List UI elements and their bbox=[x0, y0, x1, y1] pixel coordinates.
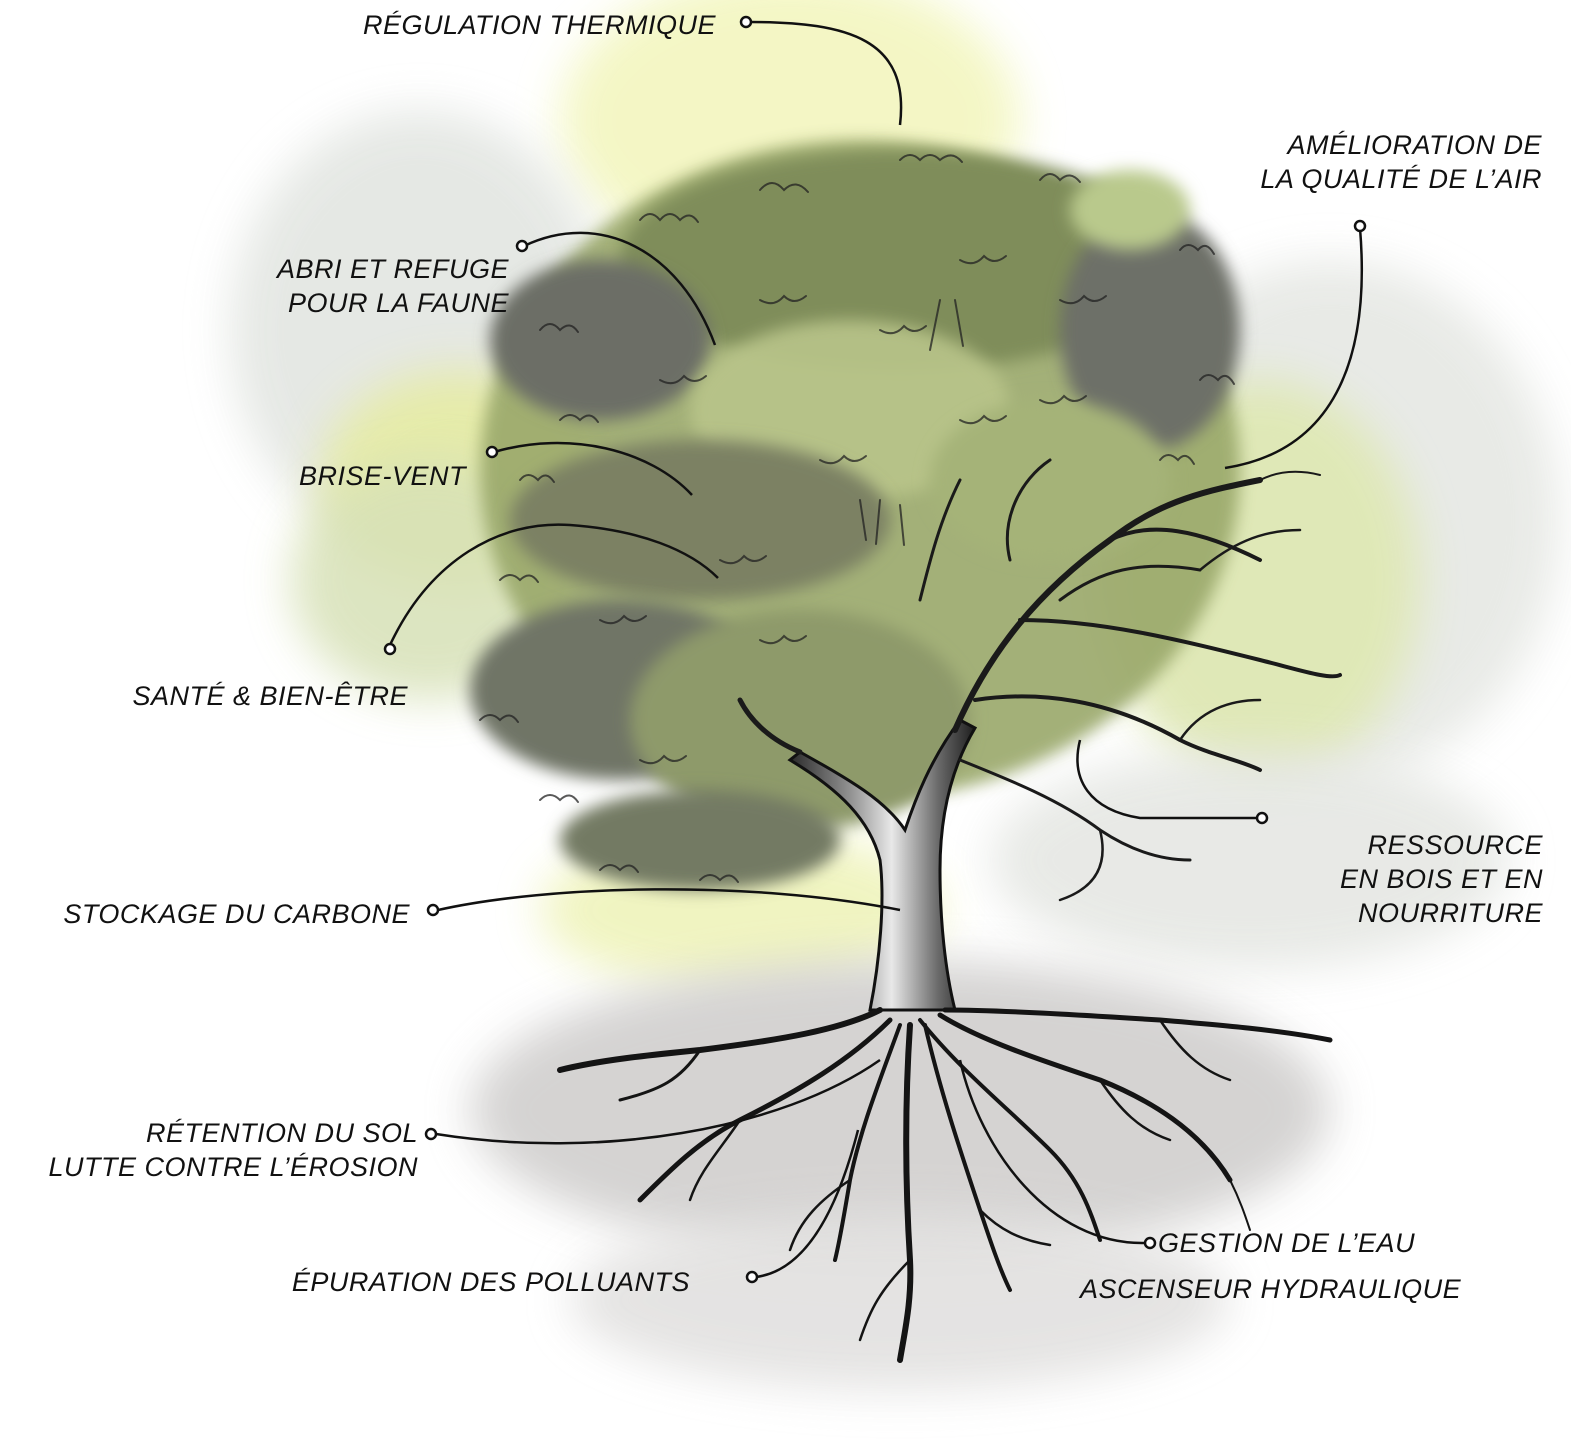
label-regulation-text: RÉGULATION THERMIQUE bbox=[363, 8, 716, 42]
label-epuration-text: ÉPURATION DES POLLUANTS bbox=[292, 1265, 690, 1299]
label-retention-sol: RÉTENTION DU SOL LUTTE CONTRE L’ÉROSION bbox=[48, 1116, 418, 1184]
label-brise-text: BRISE-VENT bbox=[299, 459, 466, 493]
label-ressource-line3: NOURRITURE bbox=[1340, 896, 1543, 930]
label-eau-line2: ASCENSEUR HYDRAULIQUE bbox=[1080, 1272, 1461, 1306]
label-abri-refuge: ABRI ET REFUGE POUR LA FAUNE bbox=[277, 252, 509, 320]
label-air-line1: AMÉLIORATION DE bbox=[1260, 128, 1542, 162]
circle-marker-ressource bbox=[1257, 813, 1267, 823]
canopy-right-green bbox=[1070, 170, 1190, 250]
label-abri-line2: POUR LA FAUNE bbox=[277, 286, 509, 320]
label-abri-line1: ABRI ET REFUGE bbox=[277, 252, 509, 286]
circle-marker-brise bbox=[487, 447, 497, 457]
label-stockage-carbone: STOCKAGE DU CARBONE bbox=[63, 897, 410, 931]
label-ascenseur-hydraulique: ASCENSEUR HYDRAULIQUE bbox=[1080, 1272, 1461, 1306]
circle-marker-retention bbox=[426, 1129, 436, 1139]
canopy-left-dark bbox=[490, 260, 710, 420]
label-sante-bien-etre: SANTÉ & BIEN-ÊTRE bbox=[132, 679, 408, 713]
label-regulation-thermique: RÉGULATION THERMIQUE bbox=[363, 8, 716, 42]
label-ressource-line1: RESSOURCE bbox=[1340, 828, 1543, 862]
label-retention-line1: RÉTENTION DU SOL bbox=[48, 1116, 418, 1150]
label-sante-text: SANTÉ & BIEN-ÊTRE bbox=[132, 679, 408, 713]
circle-marker-sante bbox=[385, 644, 395, 654]
circle-marker-carbone bbox=[428, 905, 438, 915]
label-epuration-polluants: ÉPURATION DES POLLUANTS bbox=[292, 1265, 690, 1299]
label-retention-line2: LUTTE CONTRE L’ÉROSION bbox=[48, 1150, 418, 1184]
circle-marker-epuration bbox=[747, 1272, 757, 1282]
circle-marker-regulation bbox=[741, 17, 751, 27]
label-ressource: RESSOURCE EN BOIS ET EN NOURRITURE bbox=[1340, 828, 1543, 930]
label-ressource-line2: EN BOIS ET EN bbox=[1340, 862, 1543, 896]
circle-marker-abri bbox=[517, 241, 527, 251]
circle-marker-eau bbox=[1145, 1238, 1155, 1248]
label-brise-vent: BRISE-VENT bbox=[299, 459, 466, 493]
circle-marker-air bbox=[1355, 221, 1365, 231]
canopy-bottom bbox=[560, 790, 840, 890]
label-amelioration-air: AMÉLIORATION DE LA QUALITÉ DE L’AIR bbox=[1260, 128, 1542, 196]
label-air-line2: LA QUALITÉ DE L’AIR bbox=[1260, 162, 1542, 196]
label-gestion-eau: GESTION DE L’EAU bbox=[1158, 1226, 1415, 1260]
canopy-right-light bbox=[930, 400, 1170, 560]
label-carbone-text: STOCKAGE DU CARBONE bbox=[63, 897, 410, 931]
label-eau-line1: GESTION DE L’EAU bbox=[1158, 1226, 1415, 1260]
